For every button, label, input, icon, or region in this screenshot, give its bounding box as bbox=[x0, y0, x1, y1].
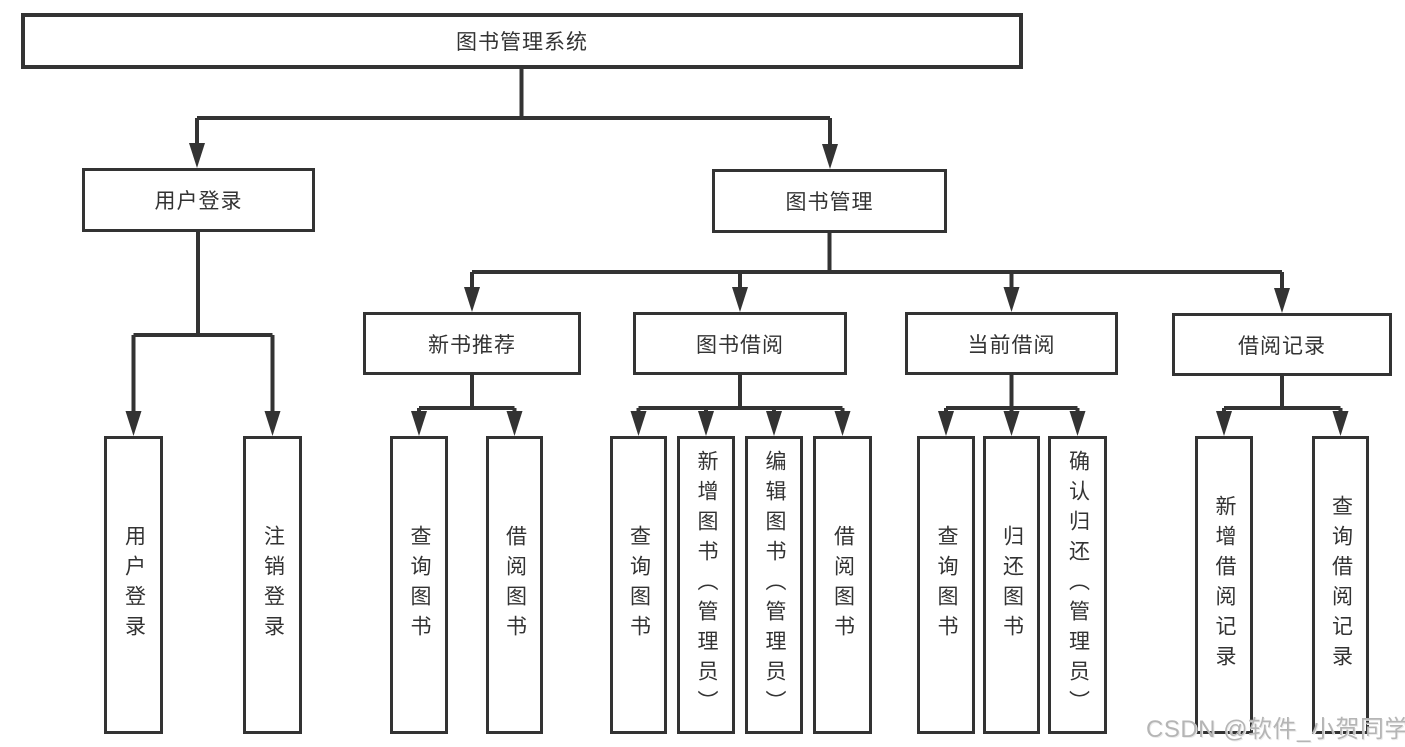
leaf-label: 借阅图书 bbox=[503, 525, 527, 645]
node-user-login: 用户登录 bbox=[82, 168, 315, 232]
node-library-management-system: 图书管理系统 bbox=[21, 13, 1023, 69]
leaf-label: 用户登录 bbox=[122, 525, 146, 645]
node-label: 当前借阅 bbox=[967, 333, 1056, 357]
watermark: CSDN @软件_小贺同学 bbox=[1146, 716, 1405, 743]
node-label: 图书管理 bbox=[785, 191, 874, 214]
leaf-borrow-book-recommend: 借阅图书 bbox=[486, 436, 543, 734]
node-label: 图书管理系统 bbox=[456, 31, 588, 54]
node-label: 借阅记录 bbox=[1238, 334, 1326, 358]
leaf-query-book-current: 查询图书 bbox=[917, 436, 975, 734]
leaf-user-login: 用户登录 bbox=[104, 436, 163, 734]
leaf-return-book: 归还图书 bbox=[983, 436, 1040, 734]
leaf-borrow-book: 借阅图书 bbox=[813, 436, 872, 734]
node-book-borrowing: 图书借阅 bbox=[633, 312, 847, 375]
leaf-label: 借阅图书 bbox=[831, 525, 855, 645]
node-new-book-recommendation: 新书推荐 bbox=[363, 312, 581, 375]
leaf-query-book-borrow: 查询图书 bbox=[610, 436, 667, 734]
leaf-label: 新增图书（管理员） bbox=[695, 450, 718, 720]
leaf-label: 确认归还（管理员） bbox=[1066, 450, 1090, 720]
leaf-label: 归还图书 bbox=[1000, 525, 1024, 645]
leaf-query-borrow-record: 查询借阅记录 bbox=[1312, 436, 1369, 734]
leaf-label: 查询图书 bbox=[935, 525, 958, 645]
node-book-management: 图书管理 bbox=[712, 169, 947, 233]
leaf-query-book-recommend: 查询图书 bbox=[390, 436, 448, 734]
leaf-add-book-admin: 新增图书（管理员） bbox=[677, 436, 735, 734]
node-label: 用户登录 bbox=[154, 190, 243, 213]
leaf-edit-book-admin: 编辑图书（管理员） bbox=[745, 436, 803, 734]
node-borrowing-records: 借阅记录 bbox=[1172, 313, 1392, 376]
leaf-label: 编辑图书（管理员） bbox=[763, 450, 786, 720]
leaf-label: 新增借阅记录 bbox=[1213, 495, 1236, 675]
leaf-logout: 注销登录 bbox=[243, 436, 302, 734]
leaf-label: 查询图书 bbox=[408, 525, 431, 645]
leaf-label: 查询图书 bbox=[627, 525, 651, 645]
leaf-confirm-return-admin: 确认归还（管理员） bbox=[1048, 436, 1107, 734]
leaf-label: 查询借阅记录 bbox=[1329, 495, 1353, 675]
leaf-add-borrow-record: 新增借阅记录 bbox=[1195, 436, 1253, 734]
node-label: 图书借阅 bbox=[696, 333, 784, 357]
leaf-label: 注销登录 bbox=[261, 525, 285, 645]
node-current-borrowing: 当前借阅 bbox=[905, 312, 1118, 375]
node-label: 新书推荐 bbox=[428, 333, 516, 357]
